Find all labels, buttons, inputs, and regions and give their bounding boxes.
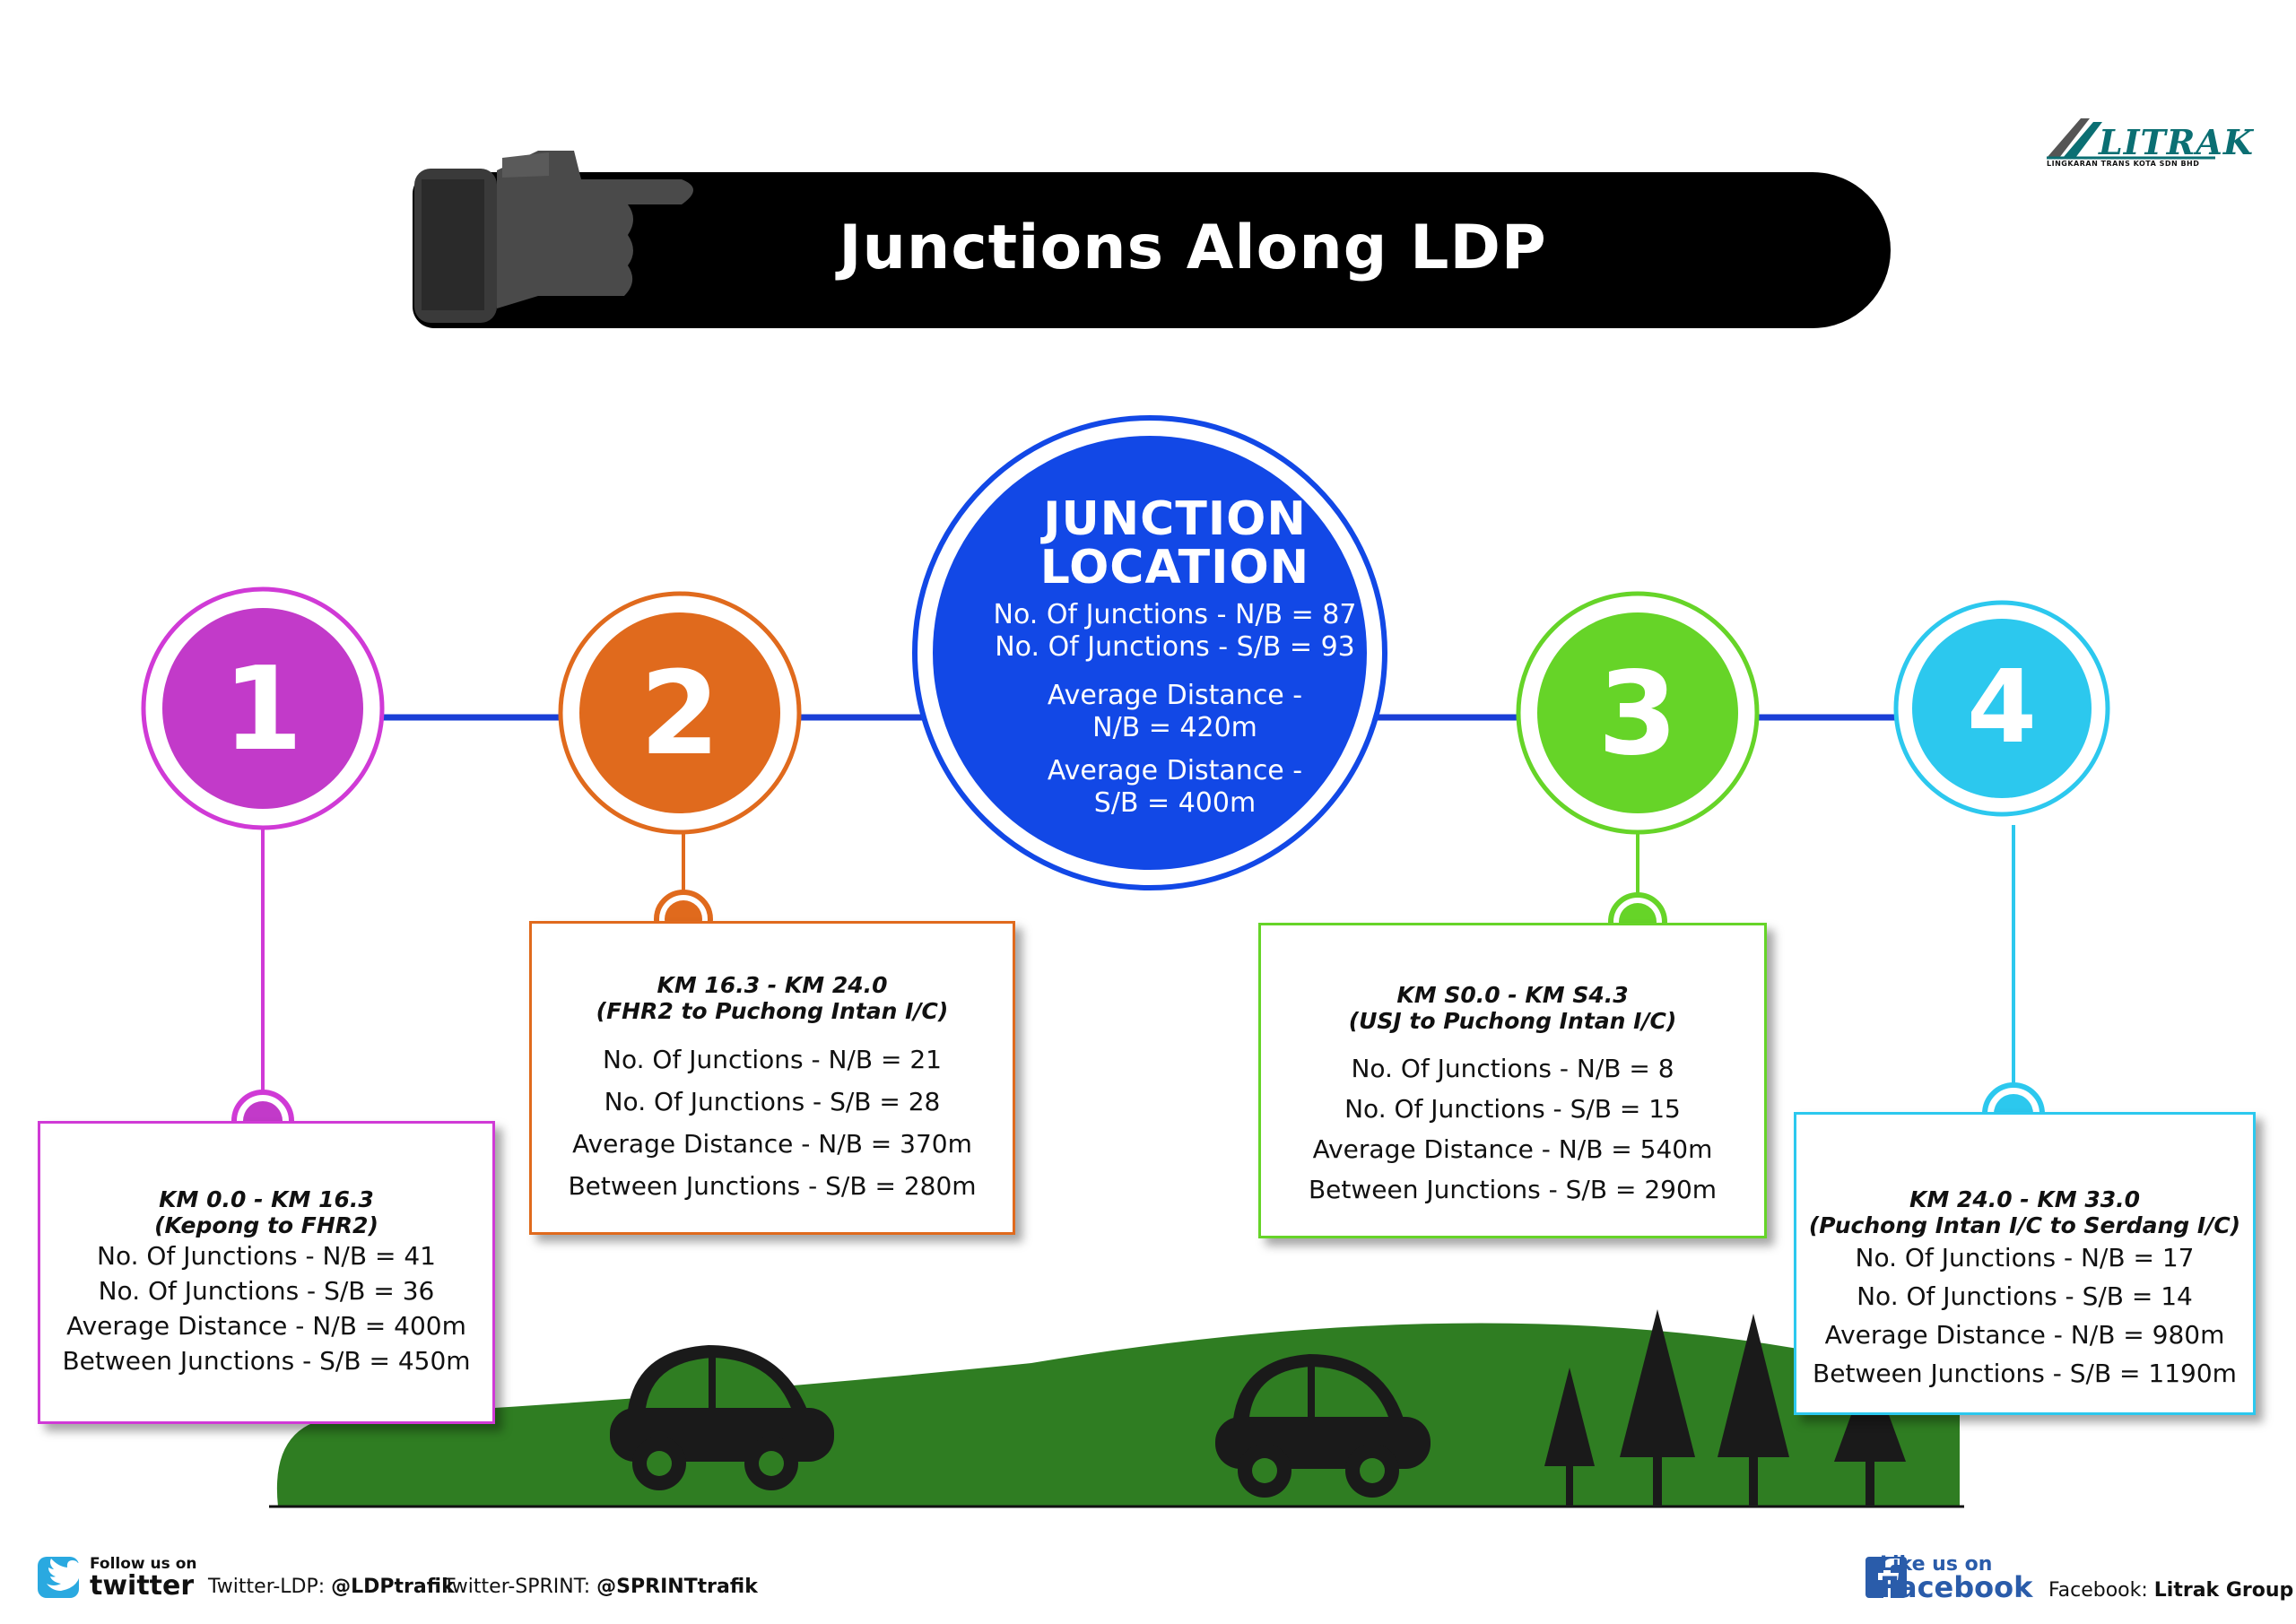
litrak-logo-text: LITRAK bbox=[2099, 122, 2254, 162]
litrak-logo-subtitle: LINGKARAN TRANS KOTA SDN BHD bbox=[2047, 160, 2200, 168]
section-line: Average Distance - N/B = 980m bbox=[1824, 1320, 2225, 1350]
twitter-sprint-label: Twitter-SPRINT: bbox=[443, 1576, 597, 1598]
section-box-3: KM S0.0 - KM S4.3 (USJ to Puchong Intan … bbox=[1258, 923, 1767, 1238]
section-box-4: KM 24.0 - KM 33.0 (Puchong Intan I/C to … bbox=[1794, 1112, 2256, 1415]
pointing-hand-icon bbox=[414, 151, 693, 323]
section-number-2: 2 bbox=[639, 647, 720, 781]
twitter-ldp[interactable]: Twitter-LDP: @LDPtrafik bbox=[208, 1576, 455, 1598]
car-icon-left bbox=[610, 1345, 834, 1490]
center-line: S/B = 400m bbox=[1093, 787, 1257, 819]
section-subheading: (Puchong Intan I/C to Serdang I/C) bbox=[1808, 1212, 2241, 1238]
section-line: No. Of Junctions - S/B = 28 bbox=[604, 1087, 941, 1116]
section-line: Between Junctions - S/B = 280m bbox=[568, 1171, 977, 1201]
section-line: No. Of Junctions - N/B = 21 bbox=[603, 1045, 942, 1074]
section-line: No. Of Junctions - S/B = 36 bbox=[98, 1276, 435, 1306]
section-number-4: 4 bbox=[1967, 649, 2037, 766]
circle-4 bbox=[1893, 600, 2110, 817]
car-icon-right bbox=[1215, 1354, 1431, 1498]
section-heading: KM 24.0 - KM 33.0 bbox=[1909, 1186, 2141, 1212]
twitter-ldp-handle[interactable]: @LDPtrafik bbox=[331, 1576, 455, 1598]
section-line: Average Distance - N/B = 540m bbox=[1312, 1134, 1713, 1164]
section-box-2: KM 16.3 - KM 24.0 (FHR2 to Puchong Intan… bbox=[529, 921, 1015, 1235]
section-heading: KM 0.0 - KM 16.3 bbox=[159, 1186, 374, 1212]
litrak-logo-mark bbox=[2047, 118, 2215, 160]
section-line: Between Junctions - S/B = 1190m bbox=[1813, 1359, 2237, 1388]
page-title: Junctions Along LDP bbox=[839, 213, 1547, 283]
like-us-label: Like us on bbox=[1880, 1553, 1993, 1576]
facebook-icon bbox=[1866, 1557, 1907, 1598]
section-line: Between Junctions - S/B = 450m bbox=[62, 1346, 471, 1376]
section-line: No. Of Junctions - N/B = 8 bbox=[1351, 1054, 1674, 1083]
circle-1 bbox=[141, 586, 385, 830]
section-heading: KM S0.0 - KM S4.3 bbox=[1396, 982, 1629, 1008]
center-title-line-1: JUNCTION bbox=[1043, 492, 1307, 546]
section-heading: KM 16.3 - KM 24.0 bbox=[657, 972, 888, 998]
section-line: Average Distance - N/B = 370m bbox=[572, 1129, 972, 1159]
section-subheading: (Kepong to FHR2) bbox=[154, 1212, 378, 1238]
center-line: Average Distance - bbox=[1047, 755, 1303, 786]
section-line: Between Junctions - S/B = 290m bbox=[1308, 1175, 1718, 1204]
section-line: No. Of Junctions - N/B = 41 bbox=[97, 1241, 436, 1271]
center-line: N/B = 420m bbox=[1092, 712, 1257, 743]
circle-3 bbox=[1516, 591, 1760, 835]
section-subheading: (USJ to Puchong Intan I/C) bbox=[1348, 1008, 1677, 1034]
circle-center bbox=[912, 415, 1387, 890]
center-line: No. Of Junctions - S/B = 93 bbox=[995, 631, 1355, 663]
facebook-label: Facebook: bbox=[2048, 1579, 2154, 1602]
junction-location-summary: JUNCTION LOCATION No. Of Junctions - N/B… bbox=[951, 495, 1399, 820]
twitter-bird-icon bbox=[38, 1557, 83, 1598]
section-line: Average Distance - N/B = 400m bbox=[66, 1311, 466, 1341]
circle-2 bbox=[558, 591, 802, 835]
section-number-3: 3 bbox=[1597, 647, 1678, 781]
tree-icons bbox=[1544, 1309, 1906, 1507]
section-number-1: 1 bbox=[222, 643, 303, 777]
facebook-name[interactable]: Litrak Group bbox=[2153, 1579, 2294, 1602]
center-line: Average Distance - bbox=[1047, 680, 1303, 711]
center-line: No. Of Junctions - N/B = 87 bbox=[993, 599, 1357, 630]
facebook-page[interactable]: Facebook: Litrak Group bbox=[2048, 1579, 2293, 1602]
section-subheading: (FHR2 to Puchong Intan I/C) bbox=[596, 998, 949, 1024]
twitter-sprint[interactable]: Twitter-SPRINT: @SPRINTtrafik bbox=[443, 1576, 758, 1598]
center-title-line-2: LOCATION bbox=[1039, 541, 1310, 595]
facebook-wordmark: Facebook bbox=[1880, 1570, 2033, 1604]
section-line: No. Of Junctions - S/B = 14 bbox=[1857, 1281, 2193, 1311]
section-line: No. Of Junctions - S/B = 15 bbox=[1344, 1094, 1681, 1124]
section-box-1: KM 0.0 - KM 16.3 (Kepong to FHR2) No. Of… bbox=[38, 1121, 495, 1424]
twitter-ldp-label: Twitter-LDP: bbox=[208, 1576, 332, 1598]
twitter-wordmark: twitter bbox=[90, 1570, 195, 1602]
twitter-sprint-handle[interactable]: @SPRINTtrafik bbox=[596, 1576, 758, 1598]
follow-us-label: Follow us on bbox=[90, 1555, 197, 1573]
section-line: No. Of Junctions - N/B = 17 bbox=[1855, 1243, 2195, 1272]
green-hill bbox=[276, 1323, 1960, 1507]
